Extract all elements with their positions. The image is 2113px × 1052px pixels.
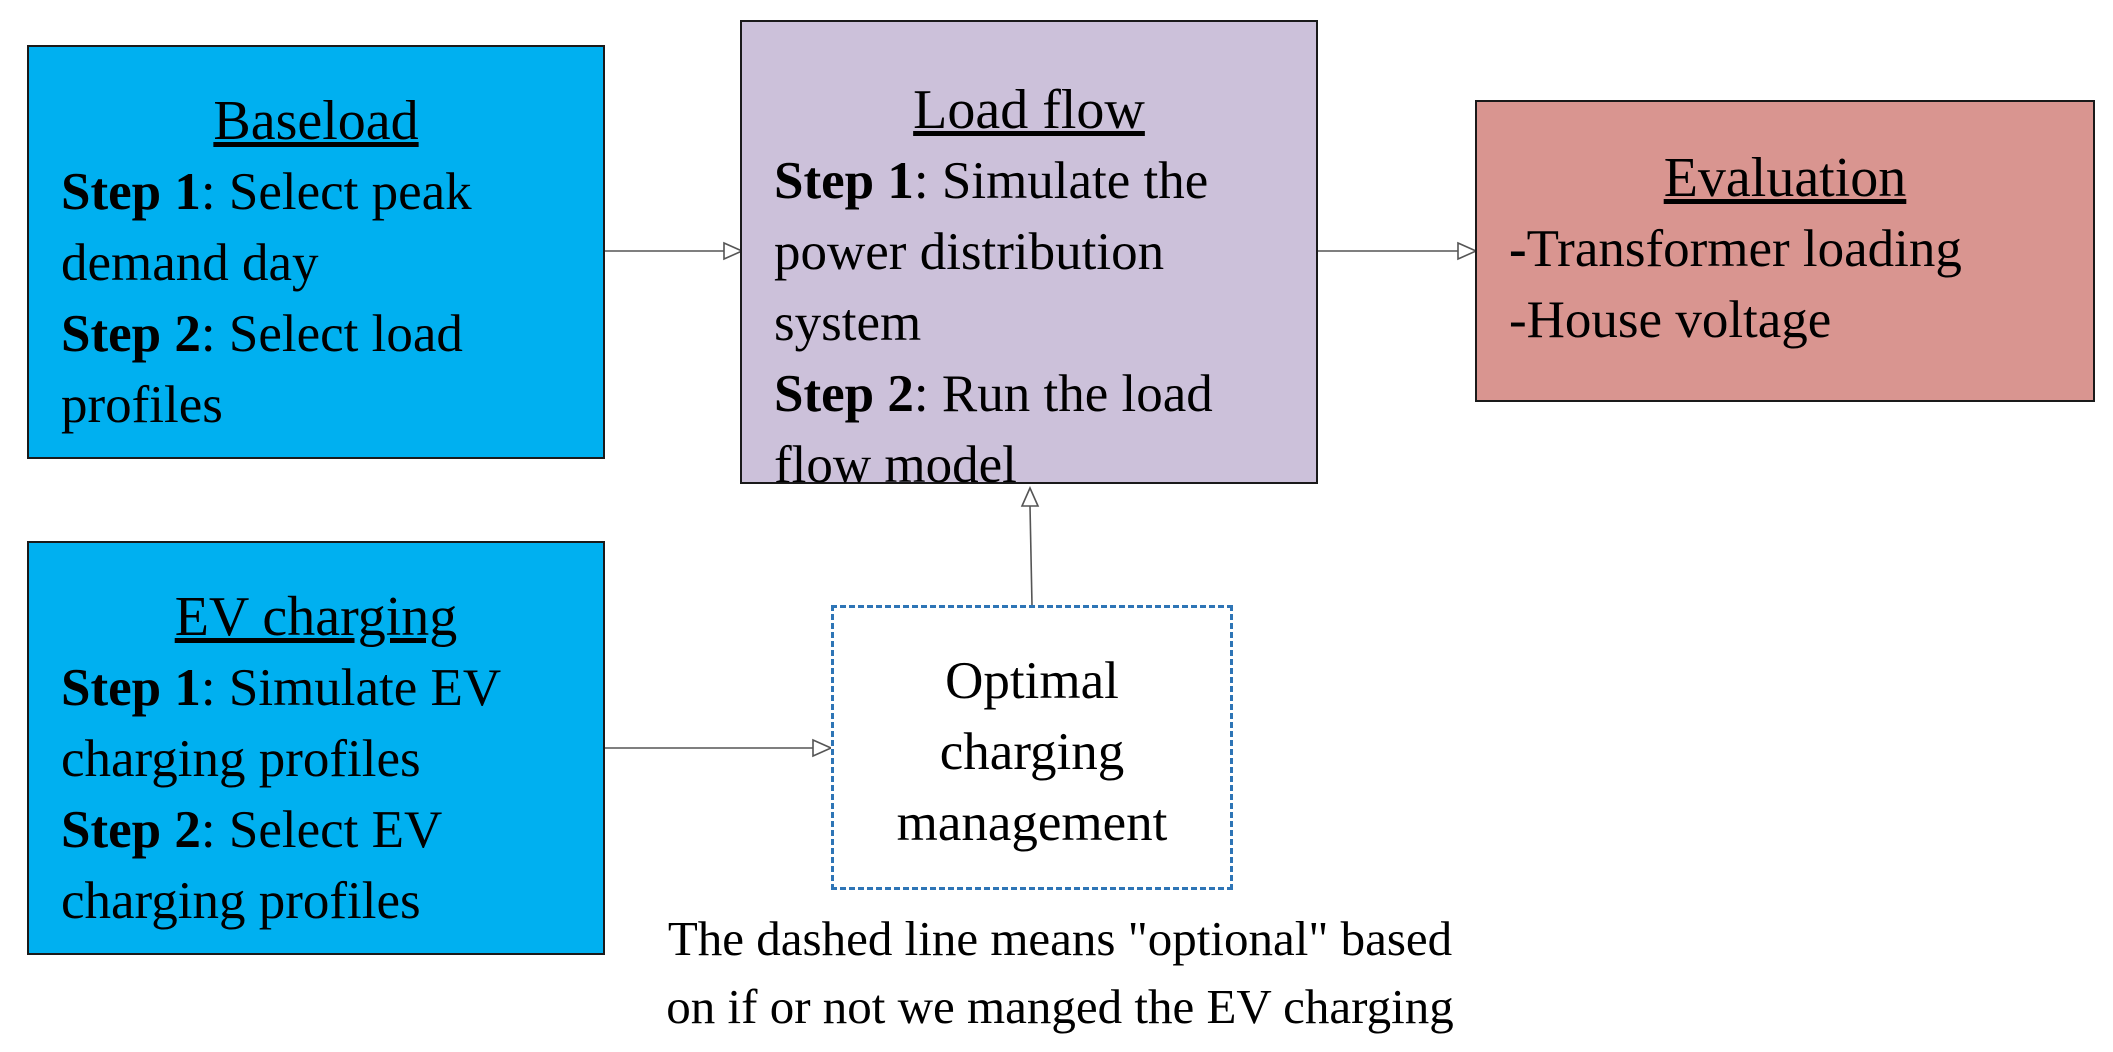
evaluation-item-2: -House voltage xyxy=(1509,291,1832,349)
evaluation-item-1: -Transformer loading xyxy=(1477,214,2093,285)
ev-step1-line: Step 1: Simulate EV xyxy=(29,653,603,724)
baseload-step2-line-2: profiles xyxy=(61,376,223,434)
baseload-step2-label: Step 2 xyxy=(61,305,201,363)
baseload-step2-line: Step 2: Select load xyxy=(29,299,603,370)
arrowhead-optimal-to-loadflow xyxy=(1020,486,1040,507)
load-flow-step2-label: Step 2 xyxy=(774,365,914,423)
ev-step1-text-a: : Simulate EV xyxy=(200,659,502,717)
ev-charging-box: EV charging Step 1: Simulate EV charging… xyxy=(27,541,605,955)
optimal-line-2: charging xyxy=(939,723,1125,781)
arrowhead-evcharging-to-optimal xyxy=(812,738,833,758)
ev-charging-title: EV charging xyxy=(174,586,458,648)
arrowhead-baseload-to-loadflow xyxy=(723,241,744,261)
evaluation-title: Evaluation xyxy=(1663,147,1907,209)
dashed-line-note: The dashed line means "optional" based o… xyxy=(666,911,1454,1034)
ev-step2-line-2: charging profiles xyxy=(61,872,421,930)
ev-step1-line-2: charging profiles xyxy=(61,730,421,788)
ev-step2-line: Step 2: Select EV xyxy=(29,795,603,866)
evaluation-item-1-dash: - xyxy=(1509,220,1527,278)
load-flow-step2-line: Step 2: Run the load xyxy=(742,359,1316,430)
optimal-line-3: management xyxy=(896,794,1168,852)
arrow-optimal-to-loadflow xyxy=(1029,505,1033,606)
baseload-title: Baseload xyxy=(213,90,419,152)
load-flow-step1-line-2: power distribution xyxy=(774,223,1165,281)
evaluation-item-1-text: Transformer loading xyxy=(1526,220,1962,278)
baseload-step1-text-a: : Select peak xyxy=(200,163,472,221)
load-flow-box: Load flow Step 1: Simulate the power dis… xyxy=(740,20,1318,494)
ev-step1-label: Step 1 xyxy=(61,659,201,717)
load-flow-step1-line: Step 1: Simulate the xyxy=(742,146,1316,217)
ev-step2-label: Step 2 xyxy=(61,801,201,859)
ev-step2-text-a: : Select EV xyxy=(200,801,443,859)
load-flow-step1-line-3: system xyxy=(774,294,922,352)
load-flow-step1-label: Step 1 xyxy=(774,152,914,210)
arrowhead-loadflow-to-evaluation xyxy=(1457,241,1478,261)
load-flow-step2-text-a: : Run the load xyxy=(913,365,1213,423)
optimal-charging-box: Optimal charging management xyxy=(831,605,1233,890)
baseload-box: Baseload Step 1: Select peak demand day … xyxy=(27,45,605,459)
load-flow-title: Load flow xyxy=(913,79,1145,141)
baseload-step1-label: Step 1 xyxy=(61,163,201,221)
load-flow-step1-text-a: : Simulate the xyxy=(913,152,1209,210)
baseload-step1-line: Step 1: Select peak xyxy=(29,157,603,228)
optimal-line-1: Optimal xyxy=(945,652,1119,710)
load-flow-step2-line-2: flow model xyxy=(774,436,1017,494)
baseload-step2-text-a: : Select load xyxy=(200,305,463,363)
baseload-step1-line-2: demand day xyxy=(61,234,319,292)
evaluation-box: Evaluation -Transformer loading -House v… xyxy=(1475,100,2095,402)
